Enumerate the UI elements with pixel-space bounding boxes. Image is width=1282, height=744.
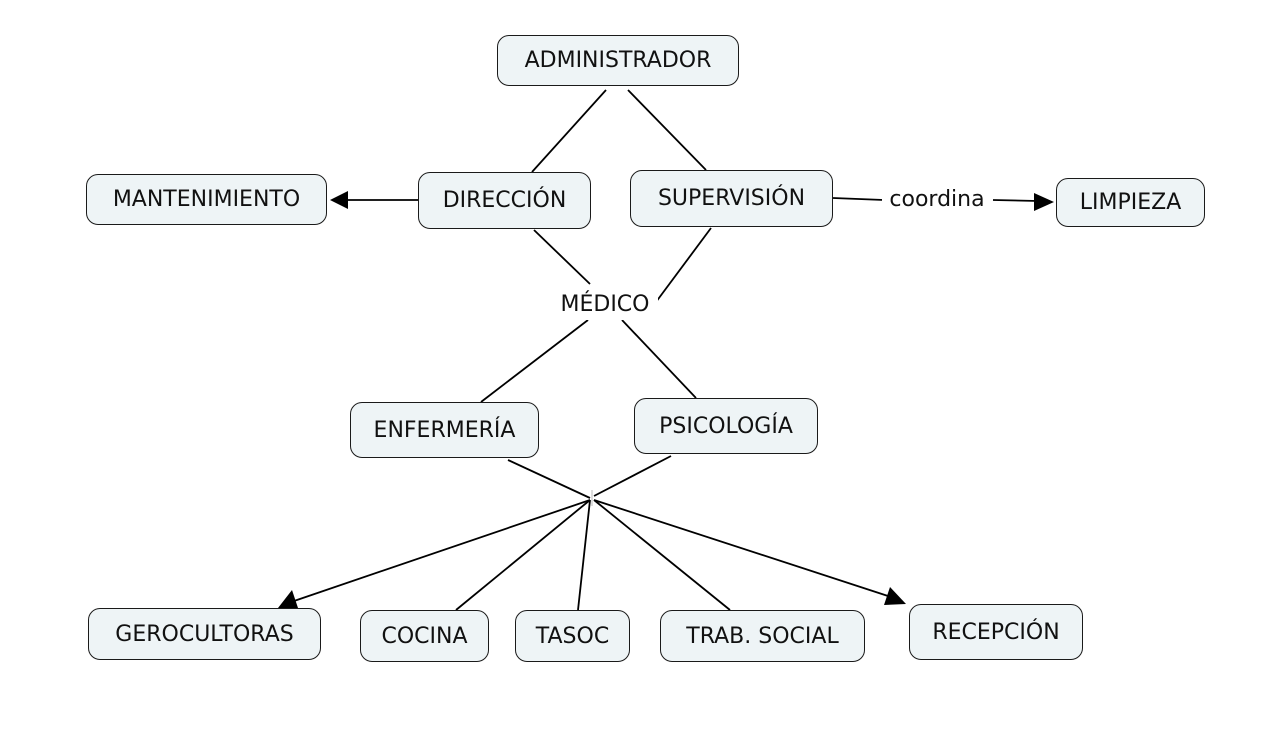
edge-supervision-coordina [832,197,885,201]
link-label-medico: MÉDICO [552,290,658,320]
arrow-mantenimiento [330,191,348,209]
arrow-gerocultoras [278,590,298,608]
edge-junction-trab-social [593,499,731,611]
node-recepcion[interactable]: RECEPCIÓN [909,604,1083,660]
node-limpieza[interactable]: LIMPIEZA [1056,178,1205,227]
node-mantenimiento[interactable]: MANTENIMIENTO [86,174,327,225]
edge-administrador-supervision [627,89,707,171]
node-gerocultoras[interactable]: GEROCULTORAS [88,608,321,660]
edge-junction-gerocultoras [293,499,591,602]
edge-medico-enfermeria [480,319,589,403]
edge-enfermeria-junction [507,459,591,499]
arrow-recepcion [884,587,906,605]
edge-supervision-medico [655,227,712,303]
edge-junction-recepcion [593,499,889,597]
edge-direccion-medico [533,229,591,285]
node-enfermeria[interactable]: ENFERMERÍA [350,402,539,458]
edge-junction-tasoc [577,499,591,611]
node-cocina[interactable]: COCINA [360,610,489,662]
edge-psicologia-junction [593,455,672,497]
link-label-coordina: coordina [882,186,992,214]
edge-junction-cocina [455,499,591,611]
node-supervision[interactable]: SUPERVISIÓN [630,170,833,227]
arrow-limpieza [1034,193,1054,211]
edge-coordina-limpieza [992,199,1039,202]
node-direccion[interactable]: DIRECCIÓN [418,172,591,229]
node-psicologia[interactable]: PSICOLOGÍA [634,398,818,454]
edge-medico-psicologia [621,319,697,399]
node-tasoc[interactable]: TASOC [515,610,630,662]
node-administrador[interactable]: ADMINISTRADOR [497,35,739,86]
node-trab-social[interactable]: TRAB. SOCIAL [660,610,865,662]
edge-administrador-direccion [531,89,607,173]
